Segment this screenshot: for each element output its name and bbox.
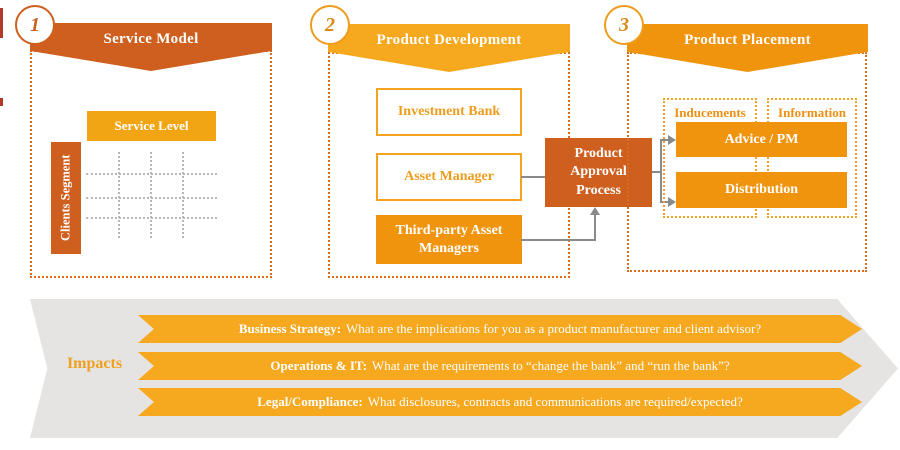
arrow-up-icon: [590, 207, 600, 215]
matrix-grid-line: [86, 173, 217, 175]
section-1-title: Service Model: [103, 31, 199, 47]
matrix-grid-line: [182, 152, 184, 238]
section-2-title: Product Development: [376, 32, 522, 48]
connector-third-party: [521, 239, 596, 241]
information-label: Information: [778, 105, 846, 120]
asset-manager-box: Asset Manager: [376, 153, 522, 201]
advice-pm-box: Advice / PM: [676, 122, 847, 157]
impact-bar-legal-compliance: Legal/Compliance: What disclosures, cont…: [138, 388, 862, 416]
arrow-right-icon: [668, 197, 676, 207]
impact-bar-prefix: Operations & IT:: [270, 358, 367, 373]
impact-bar-text: What disclosures, contracts and communic…: [367, 394, 743, 409]
impacts-label: Impacts: [66, 355, 123, 372]
impact-bar-text: What are the requirements to “change the…: [371, 358, 730, 373]
matrix-grid-line: [118, 152, 120, 238]
section-1-number-badge: 1: [15, 5, 55, 45]
section-2-number-badge: 2: [310, 5, 350, 45]
inducements-column: Inducements: [663, 98, 757, 218]
third-party-asset-managers-box: Third-party Asset Managers: [376, 215, 522, 264]
section-3-title: Product Placement: [684, 32, 811, 48]
investment-bank-box: Investment Bank: [376, 88, 522, 136]
left-edge-fragment: [0, 98, 3, 106]
clients-segment-box: Clients Segment: [51, 142, 81, 254]
connector-approval-out: [652, 171, 661, 173]
matrix-grid-line: [86, 217, 217, 219]
impact-bar-operations-it: Operations & IT: What are the requiremen…: [138, 352, 862, 380]
distribution-box: Distribution: [676, 172, 847, 208]
impact-bar-prefix: Business Strategy:: [238, 321, 342, 336]
connector-asset-manager: [521, 176, 545, 178]
impact-bar-business-strategy: Business Strategy: What are the implicat…: [138, 315, 862, 343]
matrix-grid-line: [86, 197, 217, 199]
impact-bar-prefix: Legal/Compliance:: [257, 394, 363, 409]
information-column: Information: [767, 98, 857, 218]
matrix-grid-line: [150, 152, 152, 238]
service-level-box: Service Level: [87, 111, 216, 141]
impact-bar-text: What are the implications for you as a p…: [346, 321, 762, 336]
connector-third-party: [594, 214, 596, 240]
product-approval-process-box: Product Approval Process: [545, 138, 652, 207]
section-3-number-badge: 3: [604, 5, 644, 45]
inducements-label: Inducements: [674, 105, 746, 120]
connector-branch: [660, 139, 662, 202]
arrow-right-icon: [668, 135, 676, 145]
left-edge-fragment: [0, 8, 3, 38]
